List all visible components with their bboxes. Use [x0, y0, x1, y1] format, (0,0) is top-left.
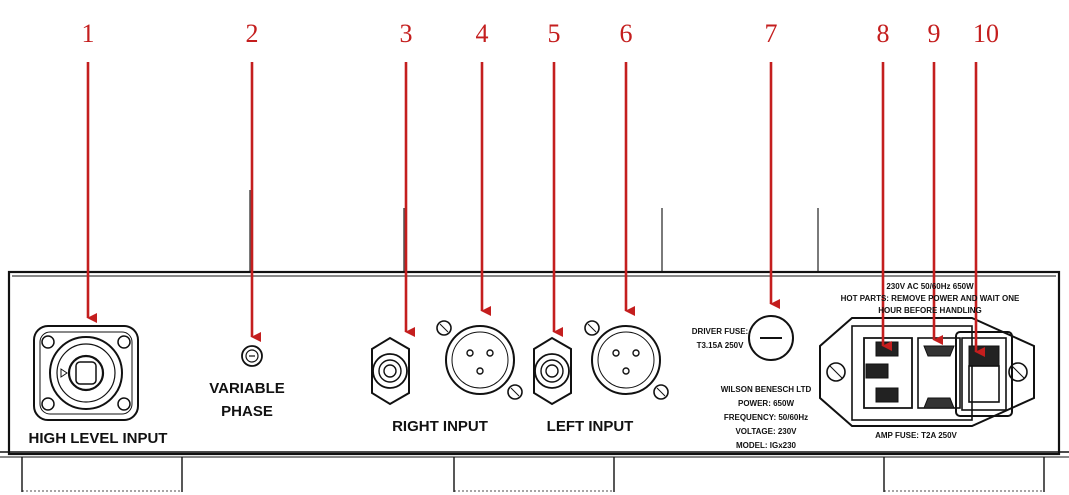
- callout-number-2: 2: [246, 19, 259, 48]
- label-left-input: LEFT INPUT: [547, 418, 634, 435]
- left-rca-connector: [533, 336, 572, 406]
- label-spec-frequency: FREQUENCY: 50/60Hz: [724, 413, 808, 422]
- label-variable: VARIABLE: [209, 380, 285, 397]
- callout-number-5: 5: [548, 19, 561, 48]
- callout-number-3: 3: [400, 19, 413, 48]
- variable-phase-knob: [241, 345, 263, 367]
- callout-numbers: 1 2 3 4 5 6 7 8 9 10: [82, 19, 1000, 48]
- label-power-warning-1: 230V AC 50/60Hz 650W: [886, 282, 974, 291]
- right-xlr-connector: [436, 320, 523, 400]
- base-and-feet: [0, 451, 1069, 492]
- label-spec-model: MODEL: IGx230: [736, 441, 797, 450]
- panel-labels: HIGH LEVEL INPUT VARIABLE PHASE RIGHT IN…: [29, 282, 1020, 450]
- enclosure-top-lines: [249, 190, 819, 272]
- callout-lines: [86, 62, 985, 357]
- label-driver-fuse-2: T3.15A 250V: [697, 341, 745, 350]
- label-spec-power: POWER: 650W: [738, 399, 794, 408]
- callout-number-4: 4: [476, 19, 489, 48]
- label-high-level-input: HIGH LEVEL INPUT: [29, 430, 168, 447]
- label-spec-manufacturer: WILSON BENESCH LTD: [721, 385, 812, 394]
- callout-number-7: 7: [765, 19, 778, 48]
- callout-number-9: 9: [928, 19, 941, 48]
- callout-number-10: 10: [973, 19, 999, 48]
- label-spec-voltage: VOLTAGE: 230V: [735, 427, 797, 436]
- callout-number-1: 1: [82, 19, 95, 48]
- high-level-input-connector: [33, 325, 139, 421]
- label-amp-fuse: AMP FUSE: T2A 250V: [875, 431, 957, 440]
- callout-number-6: 6: [620, 19, 633, 48]
- power-inlet-module: [819, 317, 1035, 427]
- right-rca-connector: [371, 336, 410, 406]
- label-power-warning-2: HOT PARTS: REMOVE POWER AND WAIT ONE: [841, 294, 1020, 303]
- left-xlr-connector: [584, 320, 669, 400]
- foot-left: [21, 457, 183, 492]
- label-power-warning-3: HOUR BEFORE HANDLING: [878, 306, 982, 315]
- label-phase: PHASE: [221, 403, 273, 420]
- callout-number-8: 8: [877, 19, 890, 48]
- foot-right: [883, 457, 1045, 492]
- foot-center: [453, 457, 615, 492]
- label-right-input: RIGHT INPUT: [392, 418, 488, 435]
- driver-fuse-holder: [748, 315, 794, 361]
- label-driver-fuse-1: DRIVER FUSE:: [692, 327, 748, 336]
